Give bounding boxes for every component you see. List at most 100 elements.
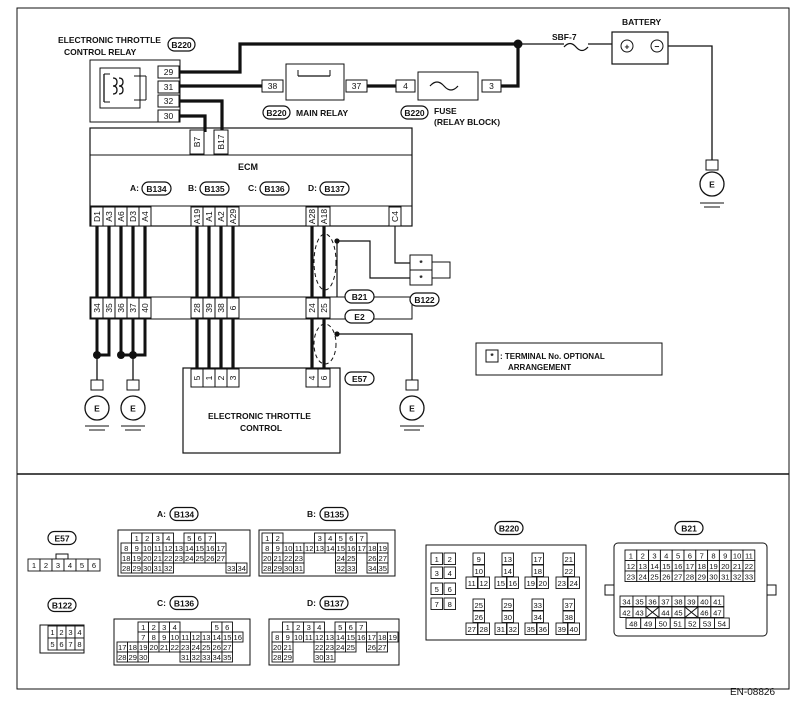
- svg-text:38: 38: [565, 613, 573, 622]
- svg-text:29: 29: [284, 653, 292, 662]
- svg-text:17: 17: [534, 555, 542, 564]
- svg-text:23: 23: [627, 572, 635, 581]
- svg-text:41: 41: [713, 597, 721, 606]
- svg-text:46: 46: [700, 608, 708, 617]
- svg-text:17: 17: [368, 633, 376, 642]
- svg-text:B:: B:: [307, 509, 316, 519]
- svg-text:3: 3: [652, 551, 656, 560]
- throttle-label-line2: CONTROL: [240, 423, 282, 433]
- svg-text:1: 1: [286, 623, 290, 632]
- svg-text:27: 27: [378, 643, 386, 652]
- b21-connector-row: [89, 296, 413, 320]
- svg-text:9: 9: [276, 544, 280, 553]
- svg-text:25: 25: [196, 554, 204, 563]
- svg-text:2: 2: [145, 534, 149, 543]
- svg-text:7: 7: [700, 551, 704, 560]
- ecm-conn-c-prefix: C:: [248, 183, 257, 193]
- svg-text:6: 6: [448, 585, 452, 594]
- svg-text:38: 38: [674, 597, 682, 606]
- svg-text:33: 33: [227, 564, 235, 573]
- svg-text:29: 29: [164, 67, 174, 77]
- svg-text:21: 21: [274, 554, 282, 563]
- svg-text:33: 33: [534, 601, 542, 610]
- svg-text:31: 31: [181, 653, 189, 662]
- svg-text:B137: B137: [324, 184, 345, 194]
- svg-text:2: 2: [276, 534, 280, 543]
- svg-text:4: 4: [317, 623, 321, 632]
- svg-text:2: 2: [216, 375, 226, 380]
- harness-wires: [93, 226, 413, 380]
- svg-text:35: 35: [379, 564, 387, 573]
- svg-text:5: 5: [338, 623, 342, 632]
- svg-text:13: 13: [638, 562, 646, 571]
- svg-text:26: 26: [206, 554, 214, 563]
- svg-text:A:: A:: [157, 509, 166, 519]
- ecm-pin-b17: B17: [213, 129, 229, 155]
- ecm-pin-b7: B7: [189, 129, 205, 155]
- svg-text:26: 26: [368, 643, 376, 652]
- relay-pin-29: 29: [157, 65, 180, 79]
- svg-text:27: 27: [217, 554, 225, 563]
- electronic-throttle-control: [182, 367, 341, 454]
- svg-text:21: 21: [733, 562, 741, 571]
- svg-text:10: 10: [143, 544, 151, 553]
- svg-text:6: 6: [92, 561, 96, 570]
- svg-text:3: 3: [489, 81, 494, 91]
- svg-text:40: 40: [700, 597, 708, 606]
- svg-text:21: 21: [565, 555, 573, 564]
- svg-text:E: E: [409, 404, 415, 414]
- relay-title-line2: CONTROL RELAY: [64, 47, 137, 57]
- b122-wires: [337, 226, 410, 279]
- svg-text:30: 30: [143, 564, 151, 573]
- ecm-pin-c4: C4: [388, 206, 402, 227]
- ground-1: E: [84, 379, 110, 431]
- svg-text:29: 29: [697, 572, 705, 581]
- ecm-pin-a1: A1: [202, 206, 216, 227]
- svg-text:39: 39: [558, 625, 566, 634]
- svg-text:4: 4: [403, 81, 408, 91]
- relay-block-fuse: [417, 71, 479, 101]
- svg-text:32: 32: [164, 96, 174, 106]
- svg-text:8: 8: [275, 633, 279, 642]
- relay-pin-32: 32: [157, 94, 180, 108]
- svg-text:6: 6: [349, 534, 353, 543]
- svg-text:2: 2: [296, 623, 300, 632]
- svg-text:19: 19: [139, 643, 147, 652]
- svg-text:43: 43: [635, 608, 643, 617]
- svg-text:A28: A28: [307, 209, 317, 224]
- e57-pin-5: 5: [190, 368, 204, 388]
- svg-text:4: 4: [166, 534, 170, 543]
- svg-text:5: 5: [339, 534, 343, 543]
- svg-text:38: 38: [268, 81, 278, 91]
- svg-text:5: 5: [50, 640, 54, 649]
- svg-text:15: 15: [223, 633, 231, 642]
- svg-text:34: 34: [213, 653, 221, 662]
- ecm-pin-a28: A28: [305, 206, 319, 227]
- svg-text:B17: B17: [216, 134, 226, 149]
- svg-text:E: E: [94, 404, 100, 414]
- svg-text:A4: A4: [140, 211, 150, 222]
- fuse-label-line1: FUSE: [434, 106, 457, 116]
- svg-text:30: 30: [315, 653, 323, 662]
- svg-text:A19: A19: [192, 209, 202, 224]
- svg-text:20: 20: [263, 554, 271, 563]
- svg-text:21: 21: [284, 643, 292, 652]
- svg-text:23: 23: [175, 554, 183, 563]
- main-relay-pin-37: 37: [345, 79, 368, 93]
- svg-text:54: 54: [718, 619, 726, 628]
- svg-text:B220: B220: [266, 108, 287, 118]
- svg-text:11: 11: [745, 551, 753, 560]
- svg-text:33: 33: [745, 572, 753, 581]
- svg-text:37: 37: [565, 601, 573, 610]
- svg-text:12: 12: [305, 544, 313, 553]
